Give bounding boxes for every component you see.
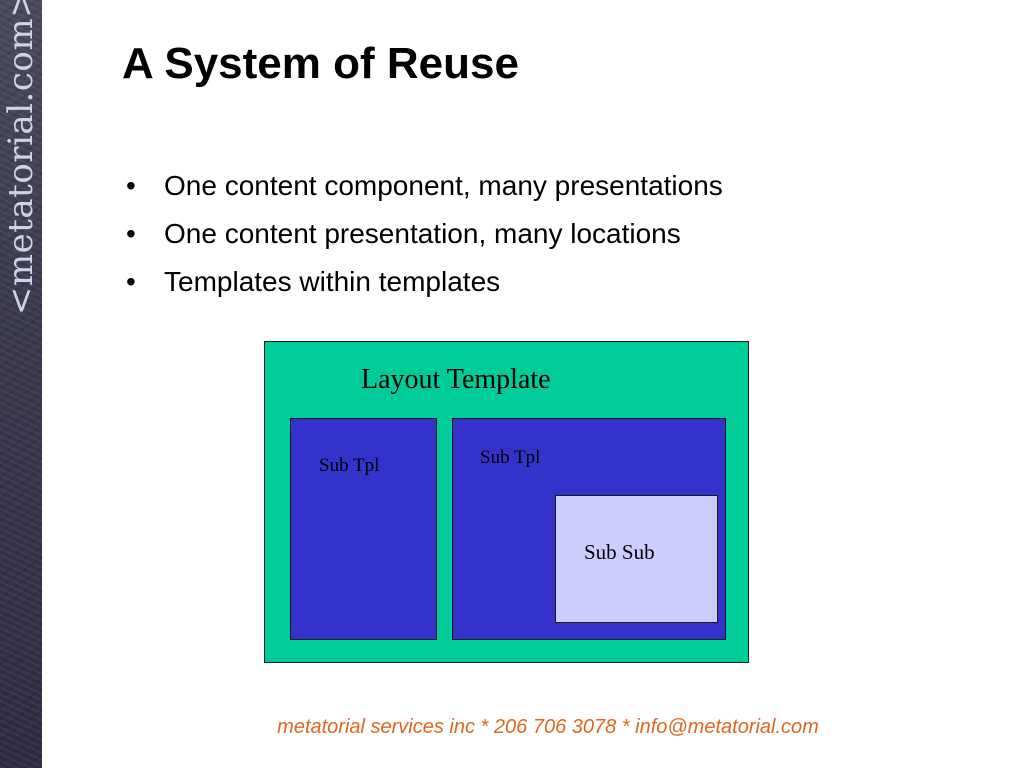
bullet-text: One content component, many presentation… <box>164 170 723 201</box>
bullet-item: • One content component, many presentatio… <box>122 162 723 210</box>
bullet-text: Templates within templates <box>164 266 501 297</box>
bullet-marker: • <box>126 170 136 201</box>
bullet-list: • One content component, many presentatio… <box>122 162 723 306</box>
bullet-item: • One content presentation, many location… <box>122 210 723 258</box>
layout-template-box: Layout Template Sub Tpl Sub Tpl Sub Sub <box>264 341 749 663</box>
bullet-item: • Templates within templates <box>122 258 723 306</box>
sub-template-box-left: Sub Tpl <box>290 418 437 640</box>
sidebar-texture <box>0 0 42 768</box>
layout-template-label: Layout Template <box>361 364 551 395</box>
sub-template-box-right: Sub Tpl Sub Sub <box>452 418 726 640</box>
slide-title: A System of Reuse <box>122 39 519 88</box>
sidebar-logo: <metatorial.com> <box>1 0 41 316</box>
sub-sub-template-label: Sub Sub <box>584 540 655 564</box>
bullet-text: One content presentation, many locations <box>164 218 681 249</box>
sub-template-label-right: Sub Tpl <box>480 447 541 468</box>
sub-template-label-left: Sub Tpl <box>319 455 380 476</box>
sidebar-banner: <metatorial.com> <box>0 0 42 768</box>
bullet-marker: • <box>126 266 136 297</box>
bullet-marker: • <box>126 218 136 249</box>
sub-sub-template-box: Sub Sub <box>555 495 718 623</box>
footer-contact: metatorial services inc * 206 706 3078 *… <box>277 716 819 738</box>
